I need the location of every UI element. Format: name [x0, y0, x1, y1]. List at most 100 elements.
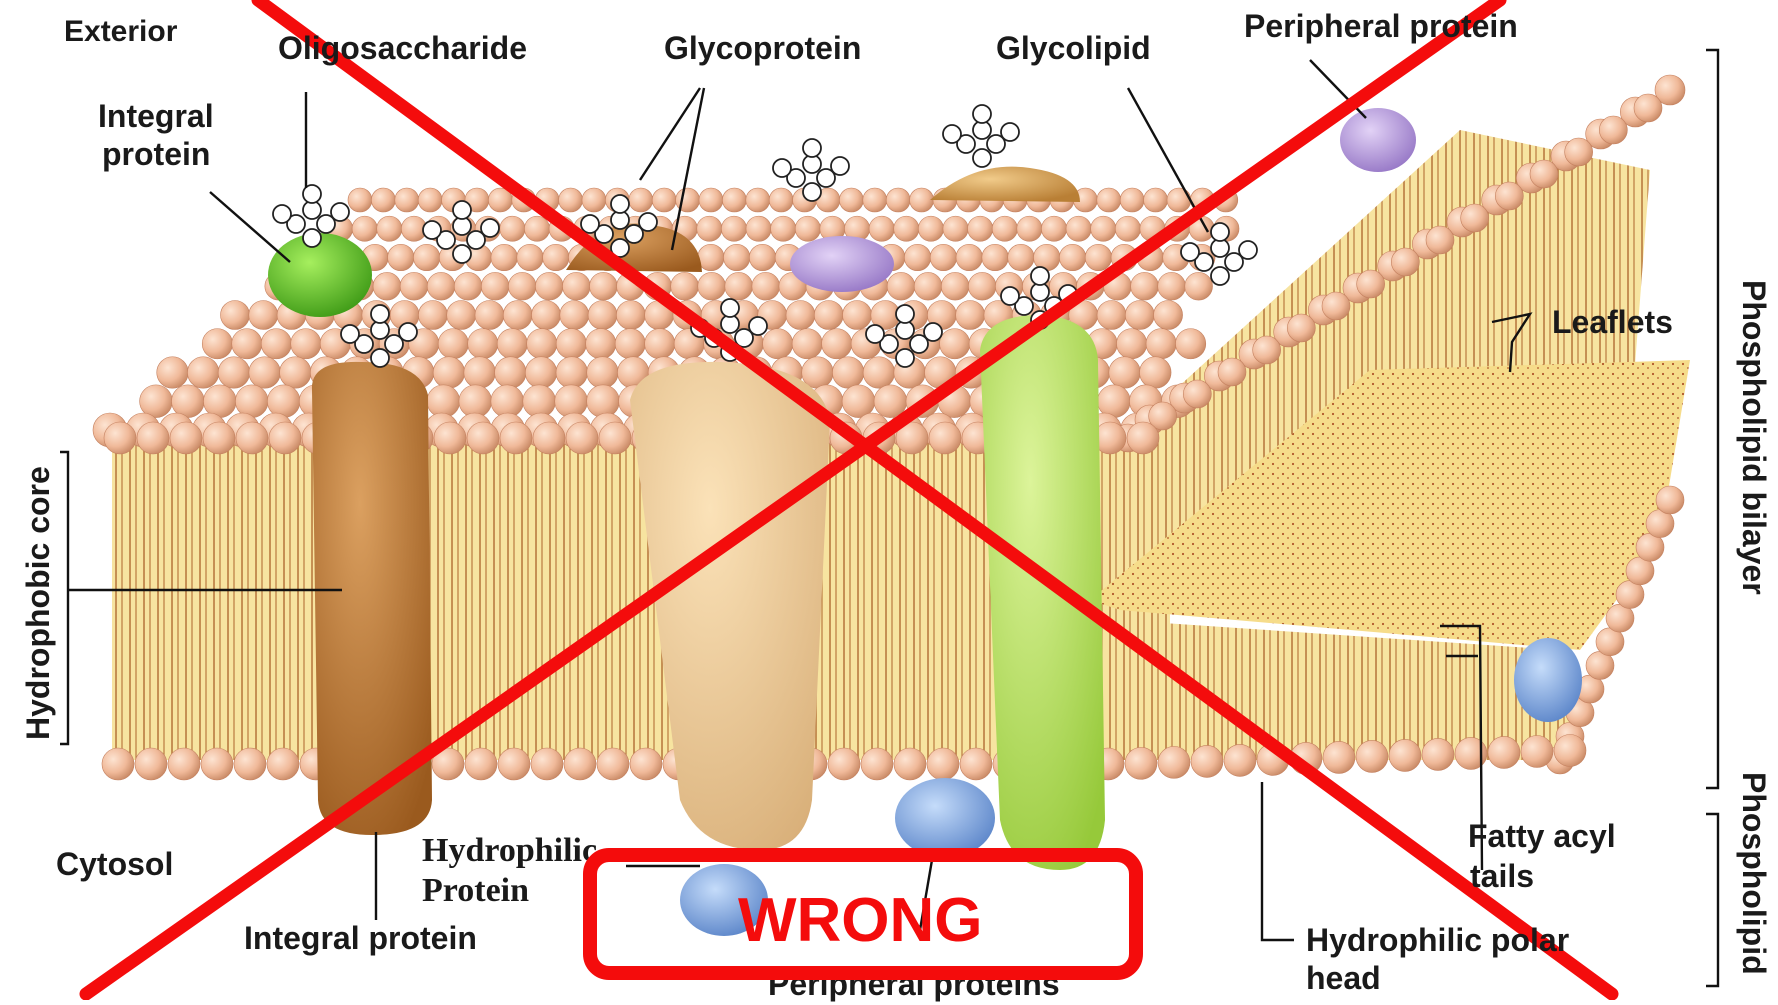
head-bead [235, 385, 268, 418]
sugar-ring [773, 159, 791, 177]
head-bead [869, 216, 894, 241]
sugar-ring [896, 349, 914, 367]
sugar-ring [303, 229, 321, 247]
head-bead [371, 188, 395, 212]
head-bead [725, 272, 753, 300]
head-bead [1131, 272, 1159, 300]
head-bead [1287, 314, 1315, 342]
head-bead [887, 272, 915, 300]
sugar-ring [453, 201, 471, 219]
head-bead [388, 244, 415, 271]
head-bead [555, 385, 588, 418]
head-bead [232, 329, 262, 359]
head-bead [1146, 329, 1176, 359]
head-bead [930, 244, 957, 271]
sugar-ring [399, 323, 417, 341]
head-bead [503, 301, 532, 330]
head-bead [886, 188, 910, 212]
head-bead [615, 329, 645, 359]
head-bead [960, 748, 992, 780]
sugar-ring [331, 203, 349, 221]
head-bead [291, 329, 321, 359]
head-bead [104, 422, 136, 454]
head-bead [1554, 735, 1586, 767]
head-bead [697, 216, 722, 241]
head-bead [1041, 216, 1066, 241]
head-bead [968, 272, 996, 300]
head-bead [267, 385, 300, 418]
head-bead [218, 357, 250, 389]
sugar-ring [1211, 223, 1229, 241]
sugar-ring [423, 221, 441, 239]
sugar-ring [481, 219, 499, 237]
head-bead [1218, 358, 1246, 386]
head-bead [562, 272, 590, 300]
head-bead [832, 357, 864, 389]
head-bead [523, 385, 556, 418]
sugar-ring [866, 325, 884, 343]
integral-protein-tan [630, 362, 830, 850]
head-bead [1176, 329, 1206, 359]
head-bead [556, 329, 586, 359]
wrong-stamp-text: WRONG [738, 888, 983, 954]
sugar-ring [1001, 287, 1019, 305]
head-bead [968, 216, 993, 241]
head-bead [1391, 248, 1419, 276]
head-bead [698, 244, 725, 271]
head-bead [1144, 188, 1168, 212]
head-bead [1495, 182, 1523, 210]
head-bead [1117, 329, 1147, 359]
head-bead [1389, 739, 1421, 771]
head-bead [427, 272, 455, 300]
sugar-ring [831, 157, 849, 175]
head-bead [508, 272, 536, 300]
head-bead [434, 422, 466, 454]
head-bead [645, 329, 675, 359]
head-bead [491, 244, 518, 271]
label-hydrophilic-protein-2: Protein [422, 872, 529, 910]
sugar-ring [896, 305, 914, 323]
head-bead [438, 329, 468, 359]
head-bead [433, 357, 465, 389]
label-integral-top-1: Integral [98, 98, 214, 134]
head-bead [267, 748, 299, 780]
head-bead [464, 357, 496, 389]
head-bead [1599, 116, 1627, 144]
head-bead [1120, 188, 1144, 212]
head-bead [746, 188, 770, 212]
head-bead [1356, 740, 1388, 772]
head-bead [1167, 188, 1191, 212]
head-bead [203, 422, 235, 454]
sugar-ring [803, 183, 821, 201]
head-bead [135, 748, 167, 780]
head-bead [1426, 226, 1454, 254]
head-bead [1008, 244, 1034, 271]
head-bead [1183, 380, 1211, 408]
head-bead [629, 188, 653, 212]
sugar-ring [1031, 267, 1049, 285]
head-bead [894, 748, 926, 780]
head-bead [249, 357, 281, 389]
head-bead [795, 216, 820, 241]
head-bead [1140, 357, 1172, 389]
head-bead [599, 422, 631, 454]
head-bead [723, 244, 750, 271]
label-hydrophobic-core: Hydrophobic core [20, 466, 57, 740]
head-bead [1530, 160, 1558, 188]
sugar-ring [341, 325, 359, 343]
label-leaflets: Leaflets [1552, 304, 1673, 340]
sugar-ring [453, 245, 471, 263]
head-bead [588, 301, 617, 330]
head-bead [590, 272, 618, 300]
head-bead [894, 216, 919, 241]
sugar-ring [1211, 267, 1229, 285]
head-bead [465, 748, 497, 780]
head-bead [535, 272, 563, 300]
sugar-ring [973, 105, 991, 123]
sugar-ring [273, 205, 291, 223]
head-bead [1191, 745, 1223, 777]
head-bead [914, 272, 942, 300]
head-bead [1059, 244, 1086, 271]
peripheral-protein-blue-1 [895, 778, 995, 858]
label-phospholipid-bilayer: Phospholipid bilayer [1735, 280, 1772, 595]
